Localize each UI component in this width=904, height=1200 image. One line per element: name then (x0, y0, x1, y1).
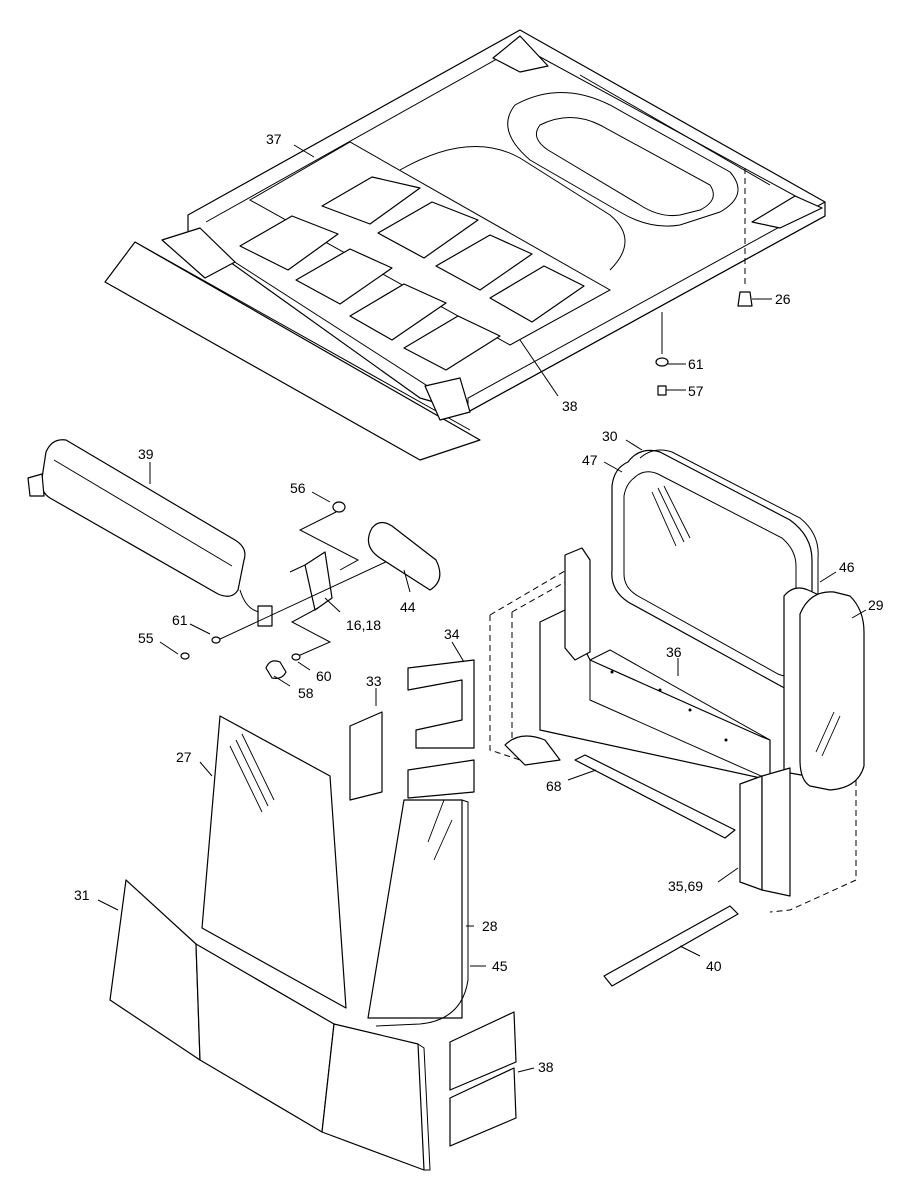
callout-45: 45 (492, 958, 508, 974)
screw-55 (180, 652, 190, 660)
sun-visor (27, 439, 273, 627)
callout-60: 60 (316, 668, 332, 684)
callout-34: 34 (444, 626, 460, 642)
nut-56 (332, 501, 346, 513)
handle-44 (367, 521, 441, 591)
callout-33: 33 (366, 673, 382, 689)
callout-61-visor: 61 (172, 612, 188, 628)
washer-60 (291, 653, 301, 661)
front-glass-27 (201, 715, 347, 1009)
callout-47: 47 (582, 452, 598, 468)
washer-61-visor (211, 636, 221, 644)
corner-glass-28 (367, 799, 469, 1027)
bracket-16-18 (304, 551, 333, 611)
callout-37: 37 (266, 131, 282, 147)
callout-28: 28 (482, 918, 498, 934)
callout-58: 58 (298, 685, 314, 701)
callout-56: 56 (290, 480, 306, 496)
callout-38-lower: 38 (538, 1059, 554, 1075)
callout-40: 40 (706, 958, 722, 974)
corner-post-35-69 (739, 767, 857, 913)
roof-panel (104, 29, 826, 461)
callout-39: 39 (138, 446, 154, 462)
callout-29: 29 (868, 597, 884, 613)
washer-61 (655, 357, 669, 367)
callout-68: 68 (546, 778, 562, 794)
plug-26 (737, 291, 753, 307)
callout-30: 30 (602, 428, 618, 444)
callout-44: 44 (400, 599, 416, 615)
lower-front-panel-31 (109, 879, 431, 1171)
lower-mat-38 (449, 1011, 517, 1147)
callout-38-roof: 38 (562, 398, 578, 414)
visor-bracket-hardware (180, 501, 441, 679)
roof-hardware (655, 168, 753, 396)
callout-55: 55 (138, 630, 154, 646)
side-glass-assembly (783, 587, 865, 791)
callout-16-18: 16,18 (346, 617, 381, 633)
rear-frame (489, 547, 771, 781)
callout-36: 36 (666, 644, 682, 660)
trim-strip-68 (574, 754, 736, 839)
callout-labels: 37 26 61 57 38 39 56 44 16,18 61 55 60 5… (74, 131, 884, 1075)
trim-strip-40 (603, 905, 739, 987)
callout-61-roof: 61 (688, 356, 704, 372)
callout-31: 31 (74, 887, 90, 903)
leader-lines (97, 144, 867, 1073)
screw-57 (657, 385, 667, 396)
cap-58 (265, 660, 287, 679)
callout-57: 57 (688, 383, 704, 399)
callout-35-69: 35,69 (668, 878, 703, 894)
roof-mat-set (239, 176, 585, 371)
callout-26: 26 (775, 291, 791, 307)
callout-46: 46 (839, 559, 855, 575)
callout-27: 27 (176, 749, 192, 765)
side-trim-33-34 (349, 659, 475, 801)
